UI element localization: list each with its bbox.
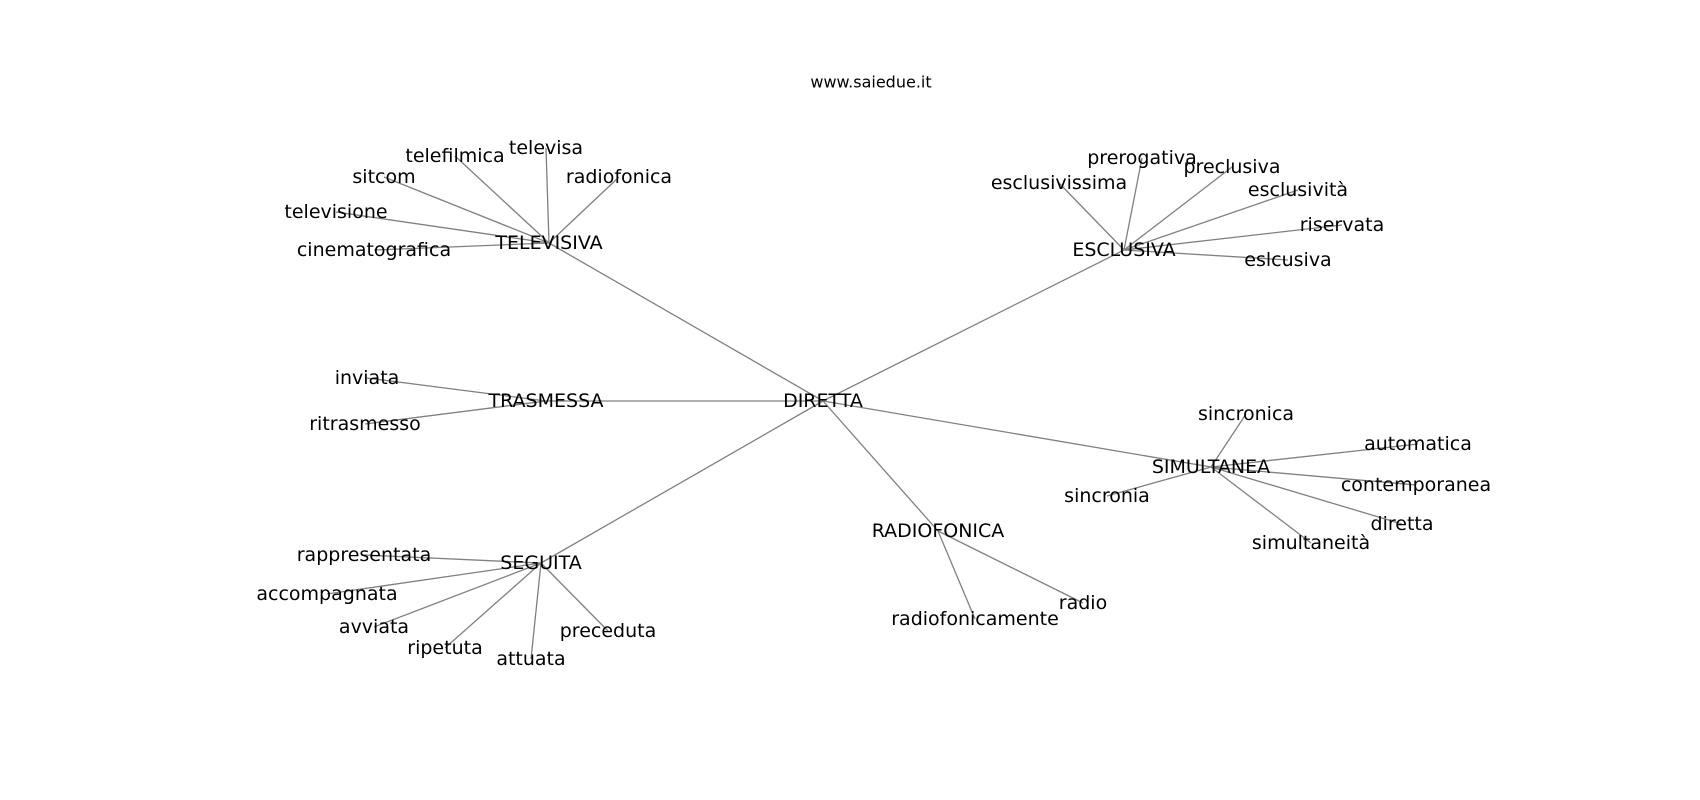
edge-esclusiva-esclusivissima <box>1058 182 1125 251</box>
leaf-node-cinematografica: cinematografica <box>297 239 451 261</box>
leaf-node-sincronica: sincronica <box>1198 403 1294 425</box>
group-node-televisiva: TELEVISIVA <box>494 232 602 254</box>
edge-esclusiva-riservata <box>1123 224 1343 251</box>
edge-seguita-rappresentata <box>363 554 542 564</box>
leaf-node-ritrasmesso: ritrasmesso <box>309 413 421 435</box>
edge-radiofonica-radiofonicamente <box>937 530 976 620</box>
edge-root-esclusiva <box>822 249 1125 402</box>
edge-simultanea-sincronia <box>1106 466 1212 497</box>
leaf-node-diretta: diretta <box>1371 513 1434 535</box>
edge-trasmessa-ritrasmesso <box>364 400 547 425</box>
leaf-node-preceduta: preceduta <box>560 620 656 642</box>
leaf-node-accompagnata: accompagnata <box>256 583 397 605</box>
edge-seguita-preceduta <box>540 562 609 632</box>
edge-esclusiva-preclusiva <box>1123 166 1233 251</box>
group-node-seguita: SEGUITA <box>500 552 581 574</box>
edge-simultanea-automatica <box>1210 443 1419 468</box>
leaf-node-attuata: attuata <box>496 648 565 670</box>
leaf-node-avviata: avviata <box>339 616 409 638</box>
group-node-esclusiva: ESCLUSIVA <box>1072 239 1175 261</box>
leaf-node-radiofonicamente: radiofonicamente <box>891 608 1059 630</box>
leaf-node-esclusivissima: esclusivissima <box>991 172 1127 194</box>
edge-seguita-avviata <box>373 562 542 628</box>
leaf-node-sincronia: sincronia <box>1064 485 1150 507</box>
leaf-node-esclusivita: esclusività <box>1248 179 1348 201</box>
leaf-node-contemporanea: contemporanea <box>1341 474 1491 496</box>
leaf-node-inviata: inviata <box>335 367 400 389</box>
edge-simultanea-diretta <box>1210 466 1403 525</box>
edge-root-radiofonica <box>822 400 939 532</box>
edge-trasmessa-inviata <box>366 377 547 402</box>
leaf-node-prerogativa: prerogativa <box>1087 147 1196 169</box>
leaf-node-telefilmica: telefilmica <box>405 145 504 167</box>
leaf-node-rappresentata: rappresentata <box>297 544 431 566</box>
group-node-simultanea: SIMULTANEA <box>1152 456 1270 478</box>
edge-radiofonica-radio <box>937 530 1084 604</box>
edge-televisiva-sitcom <box>383 176 550 244</box>
watermark-text: www.saiedue.it <box>810 73 931 92</box>
edge-root-simultanea <box>822 400 1212 468</box>
leaf-node-radiofonica: radiofonica <box>566 166 672 188</box>
leaf-node-simultaneita: simultaneità <box>1252 532 1370 554</box>
group-node-radiofonica: RADIOFONICA <box>872 520 1005 542</box>
edge-esclusiva-esclusivita <box>1123 189 1299 251</box>
leaf-node-eslcusiva: eslcusiva <box>1244 249 1331 271</box>
root-node-label: DIRETTA <box>783 390 863 412</box>
edge-simultanea-contemporanea <box>1210 466 1417 486</box>
leaf-node-automatica: automatica <box>1364 433 1472 455</box>
leaf-node-riservata: riservata <box>1300 214 1384 236</box>
graph-edges <box>326 147 1419 660</box>
edge-esclusiva-prerogativa <box>1123 157 1143 251</box>
edge-televisiva-telefilmica <box>454 155 550 244</box>
edge-root-televisiva <box>548 242 824 402</box>
leaf-node-televisione: televisione <box>284 201 387 223</box>
edge-root-seguita <box>540 400 824 564</box>
leaf-node-ripetuta: ripetuta <box>407 637 482 659</box>
edge-televisiva-cinematografica <box>373 242 550 251</box>
group-node-trasmessa: TRASMESSA <box>488 390 604 412</box>
leaf-node-sitcom: sitcom <box>352 166 415 188</box>
leaf-node-televisa: televisa <box>509 137 583 159</box>
edge-simultanea-simultaneita <box>1210 466 1312 544</box>
edge-televisiva-televisione <box>335 211 550 244</box>
leaf-node-radio: radio <box>1059 592 1107 614</box>
edge-televisiva-televisa <box>545 147 550 244</box>
leaf-node-preclusiva: preclusiva <box>1184 156 1281 178</box>
edge-seguita-ripetuta <box>444 562 542 649</box>
edge-esclusiva-eslcusiva <box>1123 249 1289 261</box>
edge-simultanea-sincronica <box>1210 413 1247 468</box>
edge-seguita-attuata <box>530 562 542 660</box>
edge-televisiva-radiofonica <box>548 176 620 244</box>
edge-seguita-accompagnata <box>326 562 542 595</box>
